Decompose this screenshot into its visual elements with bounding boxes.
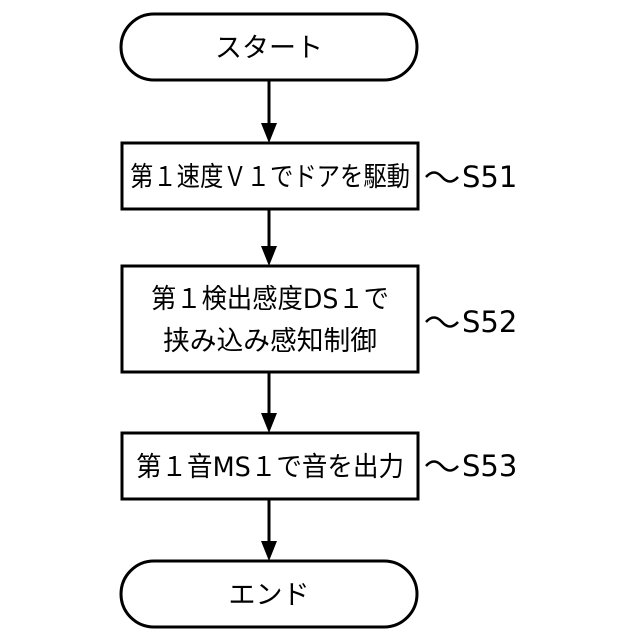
arrowhead-end — [261, 541, 277, 561]
s51-label: S51 — [462, 160, 517, 194]
s53-label: S53 — [462, 449, 517, 483]
s53-leader — [426, 462, 458, 471]
s52-text-line-2: 挟み込み感知制御 — [163, 326, 377, 357]
s52-leader — [426, 318, 458, 327]
start-text: スタート — [215, 33, 323, 64]
s52-text-line-1: 第１検出感度DS１で — [151, 284, 389, 315]
end-text: エンド — [229, 580, 310, 611]
s51-text: 第１速度Ｖ１でドアを駆動 — [130, 162, 410, 193]
arrowhead-s53 — [261, 413, 277, 433]
end-terminator: エンド — [121, 561, 417, 627]
s53-text: 第１音MS１で音を出力 — [136, 452, 404, 483]
arrowhead-s51 — [261, 123, 277, 143]
process-box-s52: 第１検出感度DS１で 挟み込み感知制御 — [122, 266, 418, 372]
s51-leader — [426, 173, 458, 182]
s52-label: S52 — [462, 305, 517, 339]
start-terminator: スタート — [121, 14, 417, 80]
process-box-s51: 第１速度Ｖ１でドアを駆動 — [122, 143, 418, 209]
arrowhead-s52 — [261, 246, 277, 266]
process-box-s53: 第１音MS１で音を出力 — [122, 433, 418, 499]
